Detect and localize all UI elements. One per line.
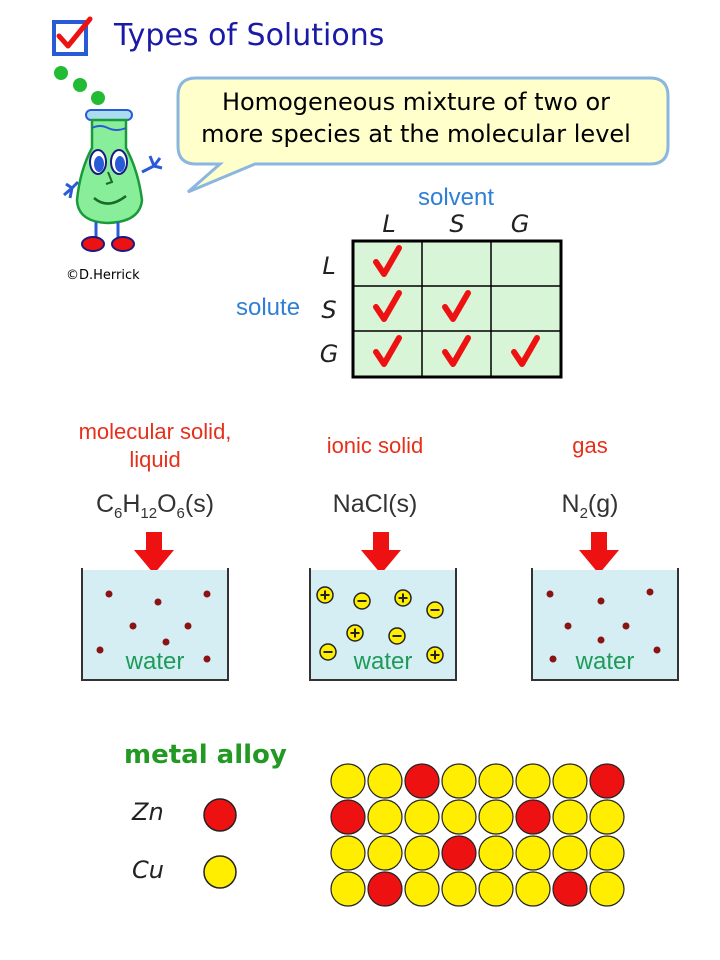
credit-text: ©D.Herrick [66,268,140,283]
check-icon [373,290,402,322]
cation-icon [346,624,364,642]
category-molecular: molecular solid, liquid [78,419,232,472]
zinc-atom [441,835,477,871]
row-header-gas: G [319,340,339,368]
category-gas: gas [572,433,608,458]
check-icon [373,335,402,367]
copper-atom [515,763,551,799]
cation-icon [316,586,334,604]
row-header-solid: S [321,296,337,324]
copper-atom [589,871,625,907]
formula-sodium-chloride: NaCl(s) [332,490,418,518]
checkbox-icon [52,16,93,56]
check-icon [373,245,402,277]
copper-atom [515,871,551,907]
copper-atom [441,763,477,799]
formula-nitrogen: N2(g) [561,490,619,522]
solute-label: solute [236,294,301,321]
zinc-atom-icon [203,798,237,832]
water-label-3: water [575,648,635,675]
definition-line-1: Homogeneous mixture of two or [221,88,611,116]
zinc-atom [589,763,625,799]
copper-atom [441,871,477,907]
zinc-atom [367,871,403,907]
column-header-gas: G [510,210,530,238]
cation-icon [394,589,412,607]
check-icon [442,290,471,322]
copper-atom [330,871,366,907]
copper-atom [367,835,403,871]
copper-atom [478,871,514,907]
copper-atom-icon [203,855,237,889]
alloy-lattice [330,763,625,907]
copper-atom [441,799,477,835]
beakers-area [81,532,679,681]
zinc-atom [330,799,366,835]
alloy-legend [203,798,237,889]
copper-atom [552,835,588,871]
formula-glucose: C6H12O6(s) [95,490,215,522]
legend-zinc-label: Zn [132,798,164,826]
copper-atom [589,799,625,835]
water-label-1: water [125,648,185,675]
anion-icon [426,601,444,619]
zinc-atom [515,799,551,835]
copper-atom [367,763,403,799]
legend-copper-label: Cu [132,856,164,884]
water-label-2: water [353,648,413,675]
copper-atom [404,871,440,907]
copper-atom [478,835,514,871]
copper-atom [404,799,440,835]
copper-atom [330,835,366,871]
copper-atom [515,835,551,871]
category-ionic: ionic solid [326,433,424,458]
solution-types-grid [351,239,563,379]
copper-atom [589,835,625,871]
cation-icon [426,646,444,664]
flask-mascot-icon [54,66,163,252]
speech-bubble [176,76,670,194]
copper-atom [552,763,588,799]
zinc-atom [404,763,440,799]
check-icon [442,335,471,367]
column-header-solid: S [449,210,465,238]
copper-atom [552,799,588,835]
copper-atom [478,763,514,799]
copper-atom [478,799,514,835]
copper-atom [404,835,440,871]
anion-icon [353,592,371,610]
copper-atom [367,799,403,835]
column-header-liquid: L [382,210,396,238]
anion-icon [388,627,406,645]
zinc-atom [552,871,588,907]
check-icon [511,335,540,367]
solvent-label: solvent [418,184,495,211]
definition-text: Homogeneous mixture of two or more speci… [178,86,654,150]
alloy-title: metal alloy [124,740,287,770]
page-title: Types of Solutions [114,18,385,53]
arrow-down-icon [134,532,619,574]
row-header-liquid: L [322,252,336,280]
definition-line-2: more species at the molecular level [201,120,631,148]
copper-atom [330,763,366,799]
anion-icon [319,643,337,661]
